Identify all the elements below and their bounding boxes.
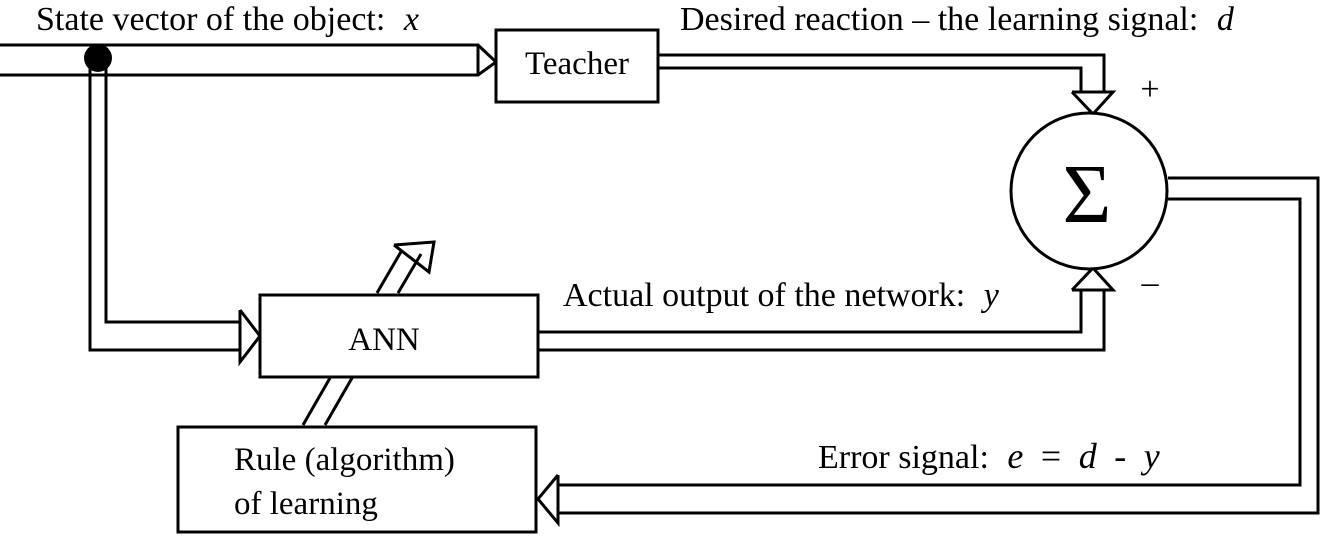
state-vector-label: State vector of the object: x — [36, 1, 419, 38]
desired-reaction-var: d — [1217, 1, 1235, 38]
error-eq-minus: - — [1105, 436, 1135, 476]
ann-label: ANN — [348, 322, 420, 358]
plus-sign: + — [1140, 71, 1159, 108]
desired-reaction-label: Desired reaction – the learning signal: … — [680, 1, 1235, 38]
actual-output-text: Actual output of the network: — [563, 277, 965, 314]
state-vector-text: State vector of the object: — [36, 1, 385, 38]
sigma-symbol: Σ — [1063, 148, 1112, 241]
teacher-to-sum-arrow — [658, 53, 1117, 117]
actual-output-var: y — [981, 277, 1000, 314]
error-signal-label: Error signal: e = d - y — [818, 436, 1160, 476]
state-vector-var: x — [403, 1, 419, 38]
error-feedback-arrow — [536, 176, 1320, 528]
desired-reaction-text: Desired reaction – the learning signal: — [680, 1, 1198, 38]
ann-block: ANN — [258, 293, 540, 379]
error-eq-y: y — [1141, 436, 1160, 476]
rule-to-ann-arrow — [301, 377, 354, 426]
teacher-label: Teacher — [525, 46, 629, 82]
minus-sign: – — [1141, 264, 1160, 301]
rule-label-line1: Rule (algorithm) — [234, 442, 455, 478]
actual-output-label: Actual output of the network: y — [563, 277, 1000, 314]
ann-to-sum-arrow — [538, 265, 1117, 352]
error-signal-text: Error signal: — [818, 439, 989, 476]
summator: Σ — [1009, 111, 1169, 271]
error-eq-d: d — [1079, 436, 1098, 476]
input-to-teacher-arrow — [0, 43, 498, 77]
rule-label-line2: of learning — [234, 486, 378, 522]
teacher-block: Teacher — [494, 28, 660, 104]
learning-rule-block: Rule (algorithm) of learning — [176, 425, 538, 534]
branch-node — [84, 44, 112, 72]
ann-adjust-arrow — [375, 240, 436, 294]
error-eq-e: e — [1007, 436, 1023, 476]
input-to-ann-arrow — [88, 62, 262, 367]
error-eq-equals: = — [1032, 436, 1070, 476]
